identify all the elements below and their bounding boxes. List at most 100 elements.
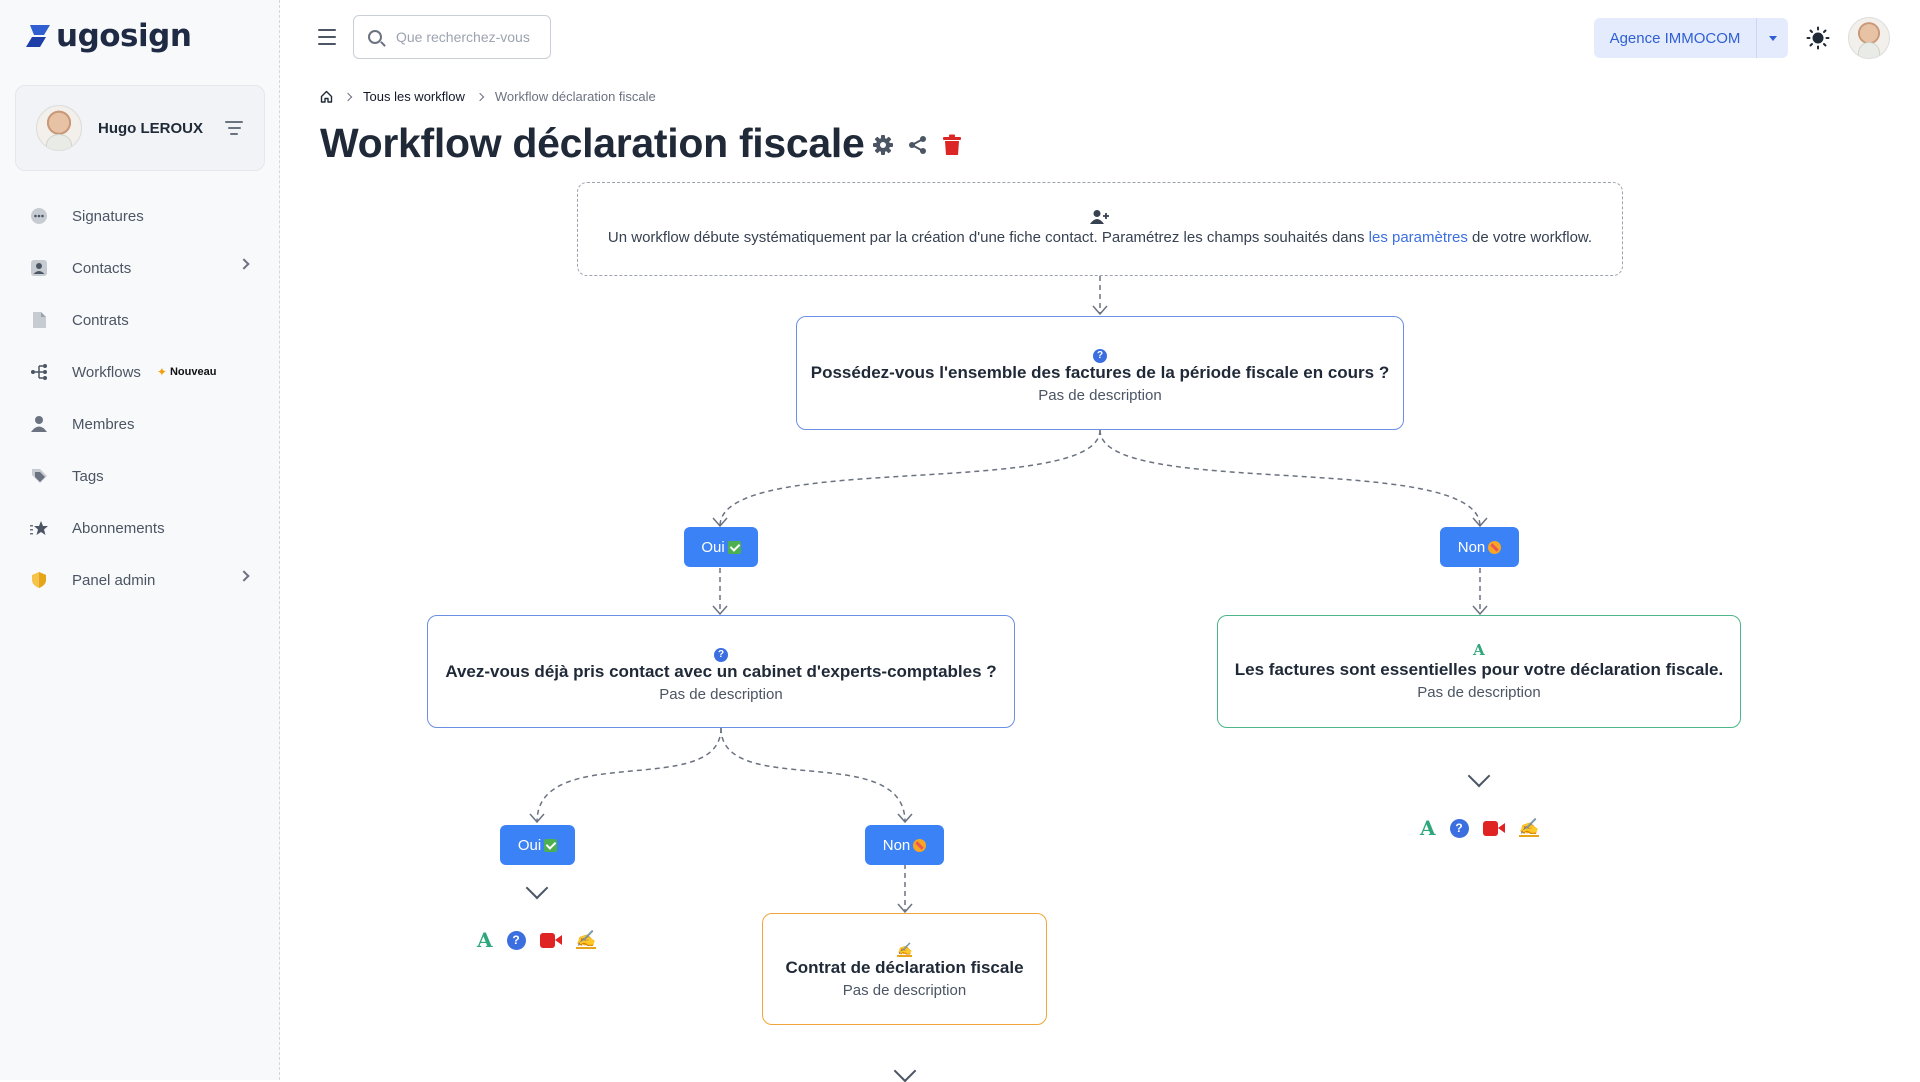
logo-text: ugosign: [56, 18, 192, 54]
sidebar-item-label: Abonnements: [72, 519, 165, 537]
sidebar-item-label: Workflows: [72, 363, 141, 381]
share-icon[interactable]: [908, 135, 928, 155]
user-name: Hugo LEROUX: [98, 119, 203, 137]
logo-icon: [26, 25, 50, 47]
question-icon: ?: [714, 648, 728, 662]
sidebar: ugosign Hugo LEROUX Signatures Contacts …: [0, 0, 280, 1080]
sparkle-icon: ✦: [156, 365, 167, 379]
add-user-icon: [1090, 210, 1109, 224]
node-description: Pas de description: [842, 982, 967, 999]
sidebar-item-label: Tags: [72, 467, 104, 485]
add-question-icon[interactable]: ?: [506, 930, 526, 950]
new-badge: ✦Nouveau: [157, 365, 217, 379]
node-title: Possédez-vous l'ensemble des factures de…: [810, 363, 1390, 382]
app-logo[interactable]: ugosign: [24, 18, 192, 54]
add-question-icon[interactable]: ?: [1449, 818, 1469, 838]
add-text-icon[interactable]: A: [477, 928, 493, 952]
no-entry-icon: [1488, 540, 1502, 554]
intro-text: Un workflow débute systématiquement par …: [607, 229, 1369, 246]
branch-no-button[interactable]: Non: [865, 825, 944, 865]
search-icon: [368, 30, 382, 44]
branch-yes-label: Oui: [517, 836, 542, 854]
chevron-right-icon: [343, 92, 353, 101]
contract-node[interactable]: ✍ Contrat de déclaration fiscale Pas de …: [762, 913, 1047, 1025]
check-icon: [544, 838, 558, 852]
page-title: Workflow déclaration fiscale: [320, 120, 865, 166]
workflow-start-info: Un workflow débute systématiquement par …: [577, 182, 1623, 276]
tag-icon: [30, 467, 48, 485]
agency-label[interactable]: Agence IMMOCOM: [1609, 29, 1741, 47]
add-video-icon[interactable]: [1482, 820, 1505, 836]
chevron-down-icon[interactable]: [1467, 764, 1491, 788]
sidebar-item-tags[interactable]: Tags: [30, 450, 260, 502]
sidebar-item-workflows[interactable]: Workflows ✦Nouveau: [30, 346, 260, 398]
breadcrumb-current: Workflow déclaration fiscale: [494, 89, 656, 104]
star-list-icon: [30, 519, 48, 537]
settings-link[interactable]: les paramètres: [1368, 229, 1468, 246]
breadcrumb: Tous les workflow Workflow déclaration f…: [320, 89, 656, 104]
add-text-icon[interactable]: A: [1420, 816, 1436, 840]
home-icon[interactable]: [320, 90, 333, 103]
question-node[interactable]: ? Possédez-vous l'ensemble des factures …: [796, 316, 1404, 430]
branch-no-label: Non: [1457, 538, 1486, 556]
question-node[interactable]: ? Avez-vous déjà pris contact avec un ca…: [427, 615, 1015, 728]
sidebar-item-label: Panel admin: [72, 571, 156, 589]
question-icon: ?: [1093, 349, 1107, 363]
branch-yes-button[interactable]: Oui: [684, 527, 758, 567]
sidebar-item-label: Contrats: [72, 311, 129, 329]
branch-yes-label: Oui: [701, 538, 725, 556]
branch-no-label: Non: [882, 836, 911, 854]
search-box: [353, 15, 551, 59]
trash-icon[interactable]: [942, 134, 962, 156]
sidebar-item-label: Membres: [72, 415, 135, 433]
node-title: Contrat de déclaration fiscale: [785, 958, 1024, 977]
branch-yes-button[interactable]: Oui: [500, 825, 575, 865]
add-signature-icon[interactable]: ✍: [1518, 817, 1539, 837]
new-badge-label: Nouveau: [169, 366, 217, 378]
text-node[interactable]: A Les factures sont essentielles pour vo…: [1217, 615, 1741, 728]
intro-text-end: de votre workflow.: [1467, 229, 1593, 246]
signature-icon: [30, 207, 48, 225]
search-input[interactable]: [394, 28, 544, 46]
add-step-toolbar: A ? ✍: [477, 930, 596, 950]
check-icon: [727, 540, 741, 554]
breadcrumb-all-workflows[interactable]: Tous les workflow: [363, 89, 465, 104]
node-description: Pas de description: [1417, 684, 1541, 701]
document-icon: [30, 311, 48, 329]
sidebar-item-membres[interactable]: Membres: [30, 398, 260, 450]
user-icon: [30, 415, 48, 433]
node-title: Avez-vous déjà pris contact avec un cabi…: [445, 662, 997, 681]
node-description: Pas de description: [659, 686, 783, 703]
text-icon: A: [1473, 641, 1485, 659]
sidebar-item-contacts[interactable]: Contacts: [30, 242, 260, 294]
node-title: Les factures sont essentielles pour votr…: [1234, 660, 1724, 679]
signature-icon: ✍: [897, 942, 912, 957]
sun-icon[interactable]: [1806, 26, 1830, 50]
chevron-right-icon: [238, 258, 250, 270]
caret-down-icon[interactable]: [1756, 18, 1788, 58]
chevron-right-icon: [238, 570, 250, 582]
workflow-icon: [30, 363, 48, 381]
chevron-down-icon[interactable]: [525, 876, 549, 900]
add-video-icon[interactable]: [539, 932, 562, 948]
sidebar-item-panel-admin[interactable]: Panel admin: [30, 554, 260, 606]
node-description: Pas de description: [1038, 387, 1162, 404]
gear-icon[interactable]: [872, 134, 894, 156]
add-signature-icon[interactable]: ✍: [575, 929, 596, 949]
sidebar-item-signatures[interactable]: Signatures: [30, 190, 260, 242]
chevron-right-icon: [475, 92, 485, 101]
user-avatar: [36, 105, 82, 151]
shield-icon: [30, 571, 48, 589]
sidebar-nav: Signatures Contacts Contrats Workflows ✦…: [30, 190, 260, 606]
chevron-down-icon[interactable]: [893, 1059, 917, 1082]
no-entry-icon: [913, 838, 927, 852]
sidebar-item-contrats[interactable]: Contrats: [30, 294, 260, 346]
user-card[interactable]: Hugo LEROUX: [15, 85, 265, 171]
sidebar-item-abonnements[interactable]: Abonnements: [30, 502, 260, 554]
filter-icon[interactable]: [224, 121, 244, 135]
sidebar-item-label: Signatures: [72, 207, 144, 225]
agency-selector[interactable]: Agence IMMOCOM: [1594, 18, 1788, 58]
profile-avatar[interactable]: [1848, 17, 1890, 59]
branch-no-button[interactable]: Non: [1440, 527, 1519, 567]
menu-toggle-icon[interactable]: [318, 29, 336, 45]
